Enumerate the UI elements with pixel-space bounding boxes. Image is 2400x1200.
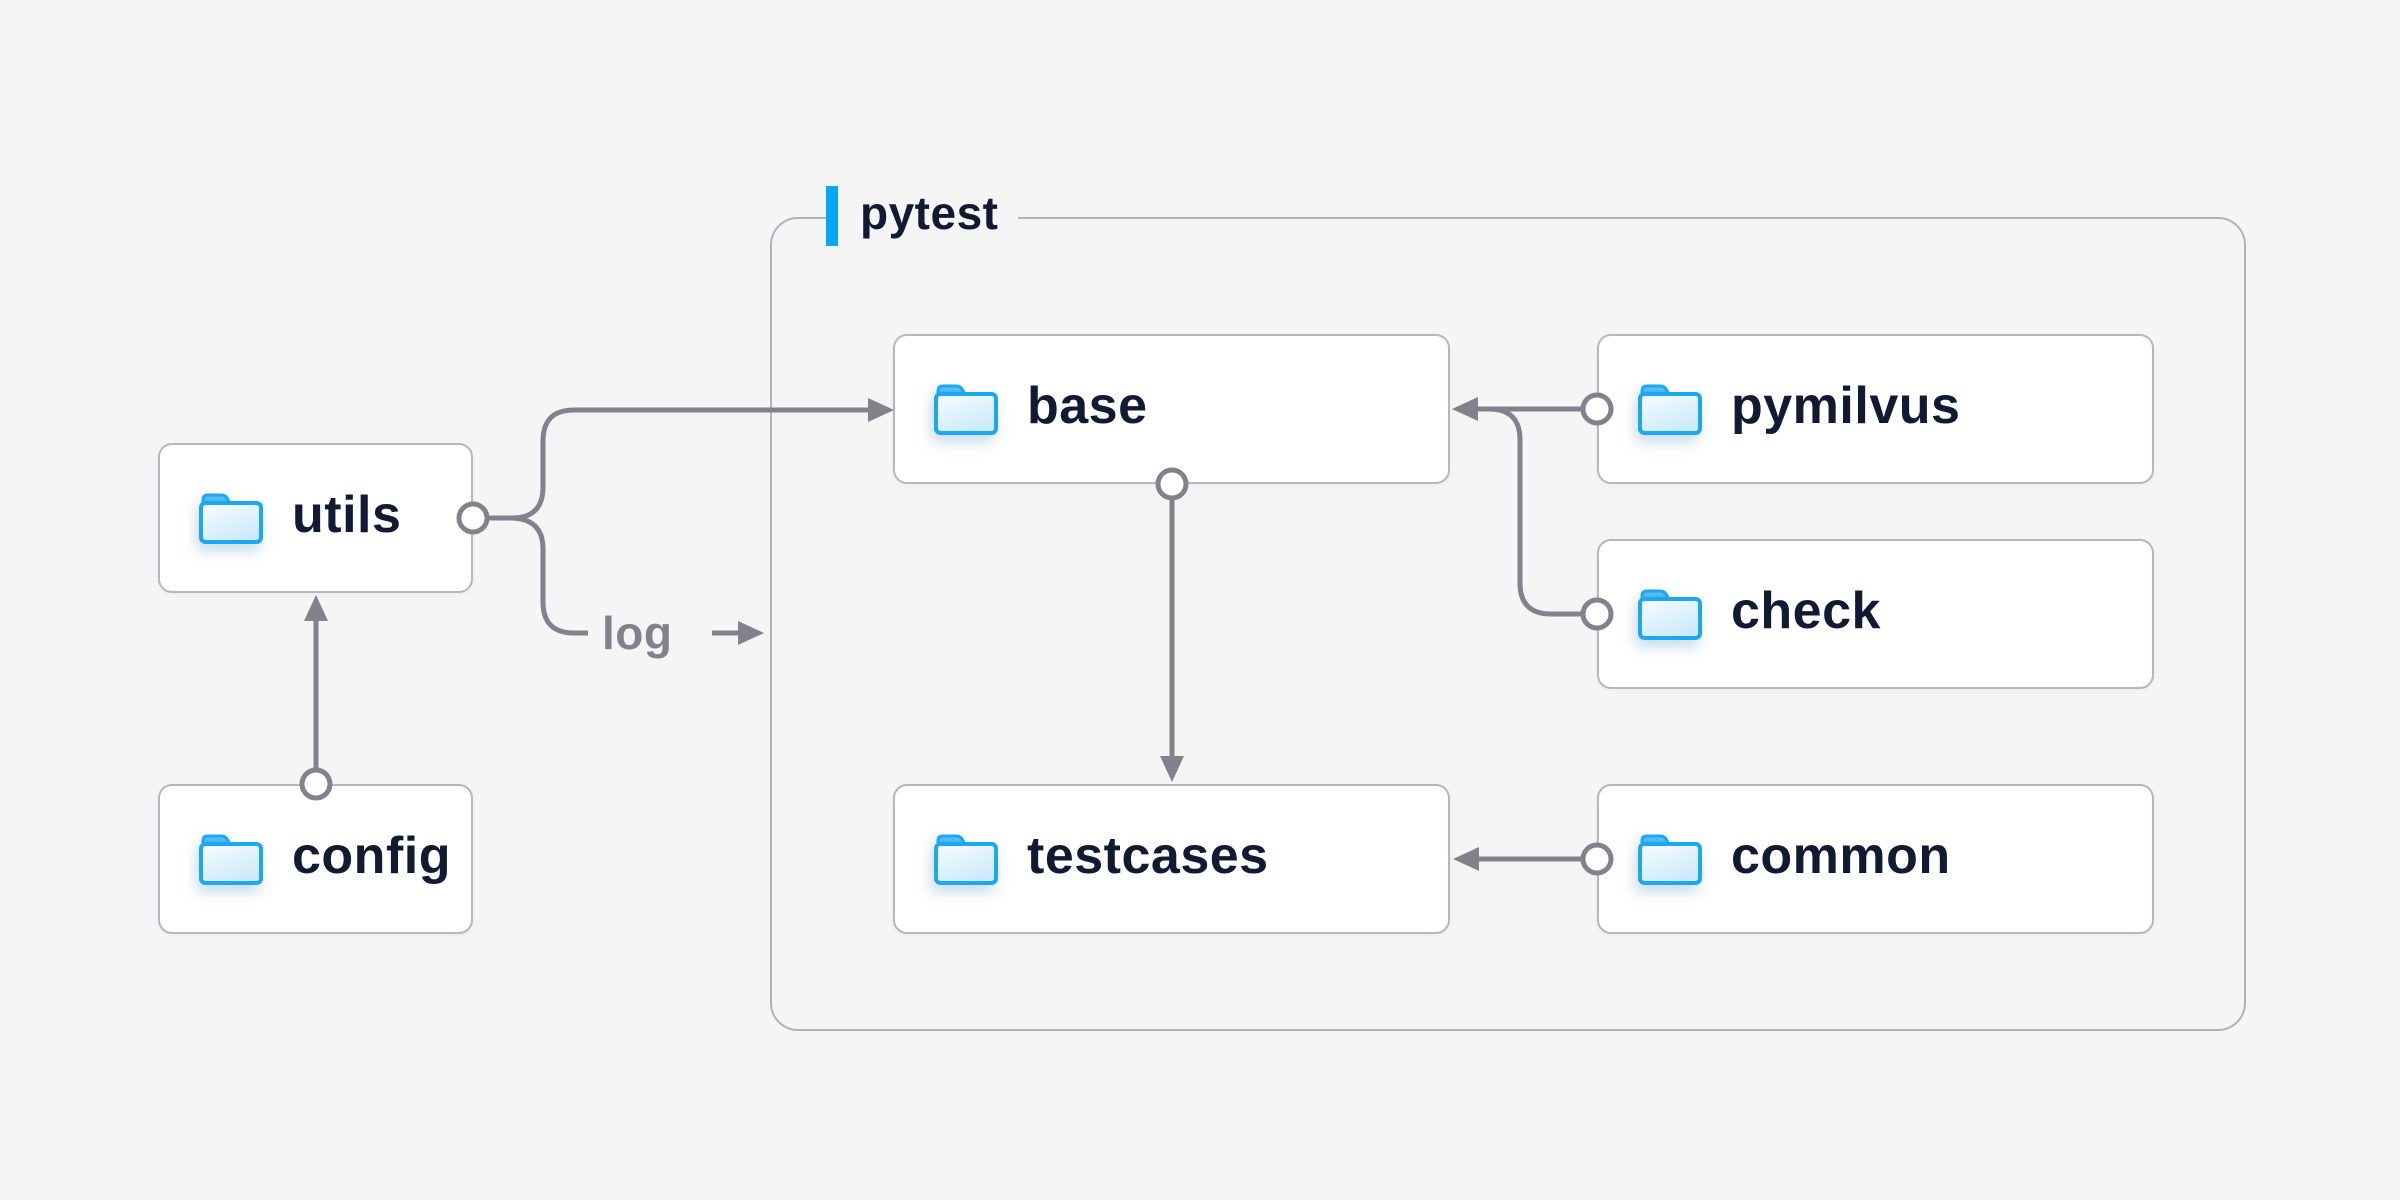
node-label: common [1731, 827, 1951, 885]
node-common: common [1597, 784, 2154, 934]
node-check: check [1597, 539, 2154, 689]
node-label: config [292, 827, 451, 885]
edge-config-utils [299, 595, 333, 801]
node-pymilvus: pymilvus [1597, 334, 2154, 484]
arrowhead-right-icon [738, 621, 764, 645]
node-label: base [1027, 377, 1148, 435]
node-label: pymilvus [1731, 377, 1961, 435]
pytest-label-accent-bar [826, 186, 838, 246]
edge-label-log: log [602, 607, 673, 659]
pytest-group-container [770, 217, 2246, 1031]
folder-icon [1638, 589, 1702, 640]
folder-icon [1638, 834, 1702, 885]
pytest-group-label: pytest [826, 184, 1019, 248]
pytest-group-title: pytest [860, 187, 999, 239]
folder-icon [934, 834, 998, 885]
node-utils: utils [158, 443, 473, 593]
folder-icon [934, 384, 998, 435]
folder-icon [199, 834, 263, 885]
node-testcases: testcases [893, 784, 1450, 934]
arrowhead-up-icon [304, 595, 328, 621]
node-label: check [1731, 582, 1881, 640]
folder-icon [199, 493, 263, 544]
node-label: utils [292, 486, 402, 544]
node-config: config [158, 784, 473, 934]
folder-icon [1638, 384, 1702, 435]
node-label: testcases [1027, 827, 1269, 885]
node-base: base [893, 334, 1450, 484]
